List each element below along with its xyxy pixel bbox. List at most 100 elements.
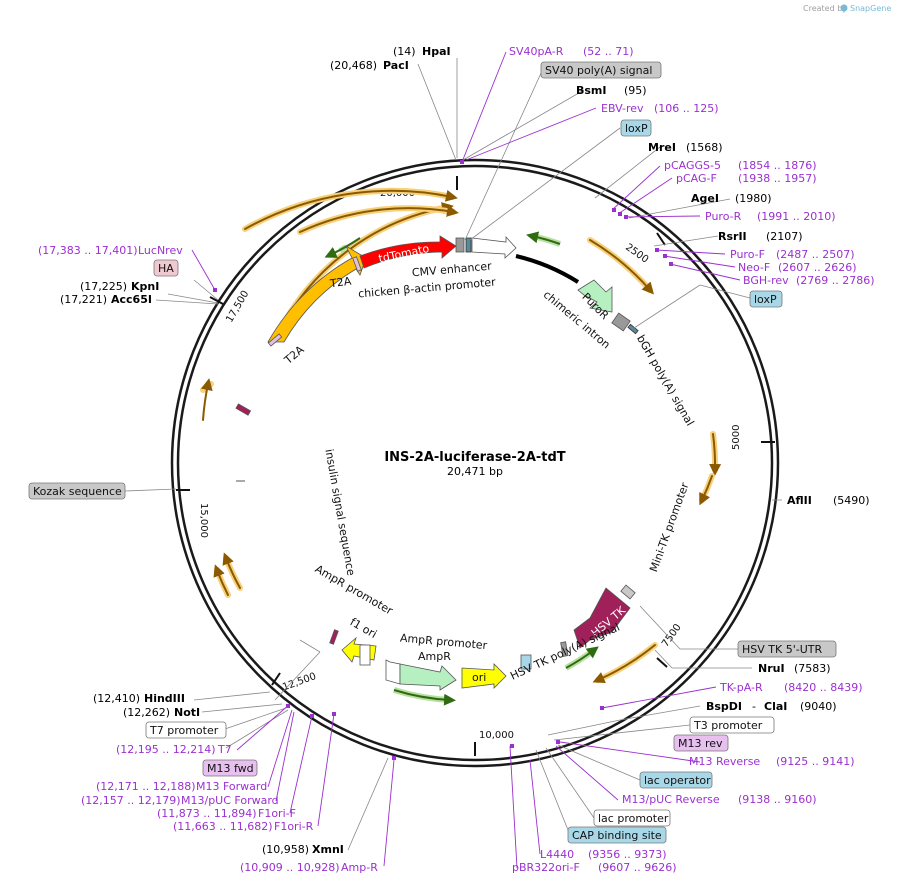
rsrii-name[interactable]: RsrII	[718, 230, 747, 243]
primer-l4440-name[interactable]: L4440	[540, 848, 574, 861]
tick-label-5000: 5000	[731, 425, 742, 450]
backbone-inner-ring	[176, 164, 774, 762]
primer-m13pucrev-name[interactable]: M13/pUC Reverse	[622, 793, 720, 806]
hsvtk-utr-box[interactable]	[737, 640, 837, 658]
kozak-box[interactable]	[28, 482, 126, 500]
primer-f1orif-name[interactable]: F1ori-F	[258, 807, 296, 820]
acc65i-pos: (17,221)	[60, 293, 107, 306]
hsvtk-feature	[573, 587, 631, 649]
noti-name[interactable]: NotI	[174, 706, 200, 719]
primer-l4440-range: (9356 .. 9373)	[588, 848, 667, 861]
hindiii-name[interactable]: HindIII	[144, 692, 185, 705]
primer-purof-range: (2487 .. 2507)	[776, 248, 855, 261]
kpni-name[interactable]: KpnI	[131, 280, 159, 293]
green-orf-arrows	[324, 231, 599, 706]
bsmi-pos: (95)	[624, 84, 647, 97]
clai-name[interactable]: ClaI	[764, 700, 787, 713]
insulin-signal-label: insulin signal sequence	[322, 448, 357, 577]
primer-m13forward-range: (12,171 .. 12,188)	[96, 780, 196, 793]
cba-promoter-label: chicken β-actin promoter	[358, 275, 497, 300]
boxed-labels: SV40 poly(A) signal loxP loxP HA Kozak s…	[28, 61, 837, 844]
primer-neof-name[interactable]: Neo-F	[738, 261, 770, 274]
primer-leader-lines	[191, 51, 741, 869]
lac-promoter-box-label: lac promoter	[598, 812, 669, 825]
tick-label-15000: 15,000	[198, 503, 209, 538]
agei-pos: (1980)	[735, 192, 772, 205]
t2a-top-feature	[352, 256, 362, 272]
hsvtk-polya-label: HSV TK poly(A) signal	[508, 621, 621, 683]
t3-promoter-box[interactable]	[689, 716, 775, 734]
loxp-right-feature	[627, 323, 639, 335]
ha-box[interactable]	[153, 259, 179, 277]
primer-lucnrev-range: (17,383 .. 17,401)	[38, 244, 138, 257]
t7-promoter-box[interactable]	[145, 721, 227, 739]
primer-sv40pa-r-name[interactable]: SV40pA-R	[509, 45, 564, 58]
primer-pcagf-name[interactable]: pCAG-F	[676, 172, 717, 185]
paci-name[interactable]: PacI	[383, 59, 409, 72]
primer-ebv-rev-name[interactable]: EBV-rev	[601, 102, 644, 115]
hsvtk-utr-box-label: HSV TK 5'-UTR	[742, 643, 822, 656]
insulin-signal-feature	[235, 403, 252, 416]
cap-binding-box-label: CAP binding site	[572, 829, 662, 842]
nrui-name[interactable]: NruI	[758, 662, 785, 675]
primer-m13forward-name[interactable]: M13 Forward	[196, 780, 267, 793]
bsmi-name[interactable]: BsmI	[576, 84, 607, 97]
minitk-promoter-label: Mini-TK promoter	[647, 481, 692, 574]
tick-marks	[176, 176, 775, 756]
primer-bghrev-name[interactable]: BGH-rev	[743, 274, 789, 287]
primer-lucnrev-name[interactable]: LucNrev	[138, 244, 183, 257]
primer-sv40pa-r-range: (52 .. 71)	[583, 45, 634, 58]
backbone-outer-ring	[170, 158, 780, 768]
ampr-feature	[399, 663, 457, 691]
ha-box-label: HA	[158, 262, 174, 275]
primer-f1orir-name[interactable]: F1ori-R	[274, 820, 314, 833]
nrui-pos: (7583)	[794, 662, 831, 675]
loxp-right-box[interactable]	[749, 290, 783, 308]
bspdi-name[interactable]: BspDI	[706, 700, 742, 713]
lac-promoter-box[interactable]	[593, 809, 671, 827]
ampr-promoter-top-feature	[329, 629, 339, 645]
primer-tkpar-name[interactable]: TK-pA-R	[719, 681, 763, 694]
hpai-pos: (14)	[393, 45, 416, 58]
loxp-top-box-label: loxP	[625, 122, 648, 135]
cap-binding-box[interactable]	[567, 826, 667, 844]
plasmid-length: 20,471 bp	[447, 465, 503, 478]
primer-pcaggs5-name[interactable]: pCAGGS-5	[664, 159, 721, 172]
hindiii-pos: (12,410)	[93, 692, 140, 705]
primer-pcagf-range: (1938 .. 1957)	[738, 172, 817, 185]
puror-feature	[577, 279, 613, 313]
primer-purof-name[interactable]: Puro-F	[730, 248, 765, 261]
primer-ampr-name[interactable]: Amp-R	[341, 861, 378, 874]
acc65i-name[interactable]: Acc65I	[111, 293, 152, 306]
m13rev-box[interactable]	[673, 734, 729, 752]
primer-puror-name[interactable]: Puro-R	[705, 210, 742, 223]
kpni-pos: (17,225)	[80, 280, 127, 293]
bspdi-sep: -	[752, 700, 756, 713]
primer-m13pucfwd-name[interactable]: M13/pUC Forward	[181, 794, 279, 807]
m13fwd-box[interactable]	[202, 759, 258, 777]
t7-promoter-box-label: T7 promoter	[149, 724, 219, 737]
bgh-polya-feature	[611, 312, 631, 332]
aflii-name[interactable]: AflII	[787, 494, 812, 507]
tick-label-10000: 10,000	[479, 730, 514, 741]
agei-name[interactable]: AgeI	[691, 192, 719, 205]
primer-bghrev-range: (2769 .. 2786)	[796, 274, 875, 287]
xmni-name[interactable]: XmnI	[312, 843, 344, 856]
hpai-name[interactable]: HpaI	[422, 45, 451, 58]
xmni-pos: (10,958)	[262, 843, 309, 856]
primer-t7-name[interactable]: T7	[217, 743, 232, 756]
loxp-top-box[interactable]	[620, 119, 652, 137]
lac-operator-box[interactable]	[639, 771, 713, 789]
credit-brand: SnapGene	[850, 4, 891, 13]
primer-m13reverse-name[interactable]: M13 Reverse	[689, 755, 760, 768]
mrei-name[interactable]: MreI	[648, 141, 676, 154]
ori-label: ori	[472, 671, 486, 684]
primer-tkpar-range: (8420 .. 8439)	[784, 681, 863, 694]
sv40-polya-box[interactable]	[540, 61, 662, 79]
lac-region-feature	[520, 654, 532, 670]
bspdi-pos: (9040)	[800, 700, 837, 713]
primer-pbr322-name[interactable]: pBR322ori-F	[512, 861, 580, 874]
tick-label-7500: 7500	[660, 622, 684, 649]
